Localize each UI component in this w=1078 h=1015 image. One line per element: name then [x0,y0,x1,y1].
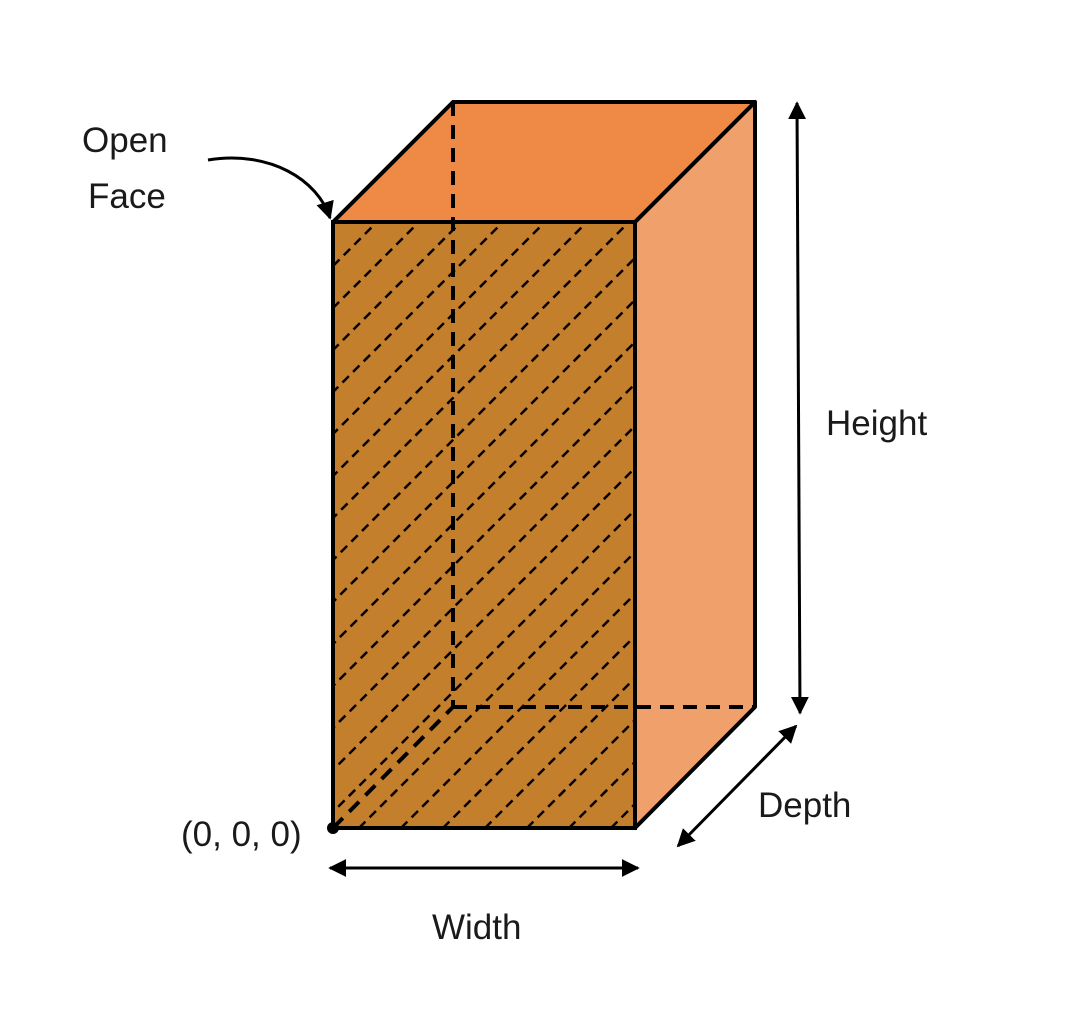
hidden-diagonal-edge [331,705,455,830]
front-open-face [333,222,635,828]
origin-label: (0, 0, 0) [181,815,302,854]
hatch-line [333,222,336,226]
hatch-line [442,634,635,828]
hidden-edges [331,102,755,830]
hatch-line [333,508,635,814]
hatch-line [333,256,635,562]
hatch-line [333,298,635,604]
height-label: Height [826,404,927,443]
depth-label: Depth [758,786,851,825]
open-face-label-line2: Face [88,177,166,216]
open-face-label-line1: Open [82,121,168,160]
width-label: Width [432,908,521,947]
hatch-line [333,222,378,268]
right-side-face [633,100,757,830]
front-face-outline [331,220,637,830]
height-arrow [788,101,809,715]
hatch-line [333,466,635,772]
hatch-line [358,550,635,828]
hatch-line [0,222,293,828]
hatch-line [333,382,635,688]
origin-dot [327,822,339,834]
hatch-line [400,592,635,828]
depth-arrow [676,724,798,848]
hatch-line [526,718,635,828]
hatch-line [484,676,635,828]
open-face-arrow [207,156,334,220]
